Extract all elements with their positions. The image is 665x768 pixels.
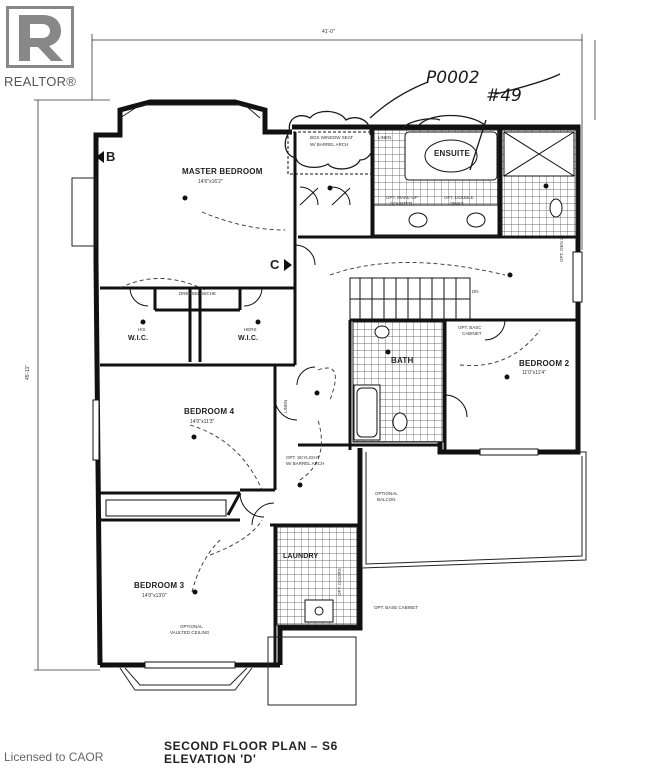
marker-b-arrow bbox=[96, 151, 104, 163]
windows bbox=[92, 251, 583, 669]
staircase bbox=[349, 277, 471, 321]
opt-skylight-line1: OPT. SKYLIGHT bbox=[286, 455, 320, 460]
makeup-counter-line1: OPT. MAKE-UP bbox=[386, 195, 418, 200]
master-bedroom-dims: 14'6"x16'2" bbox=[198, 179, 223, 185]
optional-balcony-line1: OPTIONAL bbox=[375, 491, 398, 496]
dresser-niche-label: DRESSER NICHE bbox=[179, 291, 217, 296]
double-sinks-line1: OPT. DOUBLE bbox=[444, 195, 474, 200]
bedroom-2-dims: 11'0"x11'4" bbox=[522, 370, 546, 376]
bedroom-4-dims: 14'0"x11'3" bbox=[190, 419, 215, 425]
realtor-wordmark: REALTOR® bbox=[4, 74, 77, 89]
bedroom-3-dims: 14'0"x13'0" bbox=[142, 593, 167, 599]
opt-doors-note: OPT. DOORS bbox=[337, 568, 342, 596]
opt-basic-cabinet-line1: OPT. BASC bbox=[458, 325, 482, 330]
plan-title: SECOND FLOOR PLAN – S6 bbox=[164, 739, 338, 753]
opt-den-note: OPT. DEN 2 bbox=[559, 237, 564, 262]
stair-down-label: DN bbox=[472, 289, 479, 294]
opt-basic-cabinet-line2: CABINET bbox=[462, 331, 482, 336]
interior-walls bbox=[100, 127, 578, 665]
hers-wic-label-line1: HERS bbox=[244, 327, 257, 332]
opt-base-cabinet-note: OPT. BASE CABINET bbox=[374, 605, 419, 610]
light-fixtures bbox=[140, 183, 549, 595]
makeup-counter-line2: COUNTER bbox=[390, 201, 413, 206]
plan-elevation: ELEVATION 'D' bbox=[164, 752, 257, 766]
bath-label: BATH bbox=[391, 356, 414, 365]
bedroom-2-label: BEDROOM 2 bbox=[519, 359, 570, 368]
optional-vaulted-line2: VAULTED CEILING bbox=[170, 630, 210, 635]
electrical-layout bbox=[119, 211, 541, 593]
window-seat-note-line1: BOX WINDOW SEAT bbox=[310, 135, 354, 140]
double-sinks-line2: SINKS bbox=[450, 201, 464, 206]
optional-balcony bbox=[361, 448, 587, 569]
opt-skylight-line2: W/ BARREL ARCH bbox=[286, 461, 325, 466]
dimension-lines bbox=[34, 34, 596, 671]
his-wic-label-line2: W.I.C. bbox=[128, 335, 149, 342]
window-seat-note-line2: W/ BARREL ARCH bbox=[310, 142, 349, 147]
ensuite-label: ENSUITE bbox=[434, 149, 471, 158]
license-notice: Licensed to CAOR bbox=[4, 750, 104, 764]
handwritten-lot-number: #49 bbox=[486, 86, 522, 106]
linen-top-label: LINEN bbox=[378, 135, 392, 140]
handwritten-marks bbox=[284, 73, 561, 171]
realtor-r-glyph bbox=[19, 15, 63, 61]
tiled-floors bbox=[276, 129, 577, 626]
bedroom-4-label: BEDROOM 4 bbox=[184, 407, 235, 416]
bay-windows bbox=[71, 104, 357, 706]
overall-depth-dimension: 45'-11" bbox=[25, 364, 31, 380]
fixtures bbox=[287, 131, 575, 623]
linen-hall-label: LINEN bbox=[283, 399, 288, 413]
overall-width-dimension: 41'-0" bbox=[322, 29, 335, 35]
handwritten-plan-code: P0002 bbox=[426, 68, 480, 88]
laundry-label: LAUNDRY bbox=[283, 553, 319, 560]
master-bedroom-label: MASTER BEDROOM bbox=[182, 167, 263, 176]
optional-vaulted-line1: OPTIONAL bbox=[180, 624, 203, 629]
bedroom-3-label: BEDROOM 3 bbox=[134, 581, 185, 590]
realtor-logo: REALTOR® bbox=[4, 4, 76, 92]
section-marker-c: C bbox=[270, 257, 280, 272]
optional-balcony-line2: BALCON bbox=[377, 497, 396, 502]
hers-wic-label-line2: W.I.C. bbox=[238, 335, 259, 342]
section-marker-b: B bbox=[106, 149, 116, 164]
marker-c-arrow bbox=[284, 259, 292, 271]
realtor-r-logo-icon bbox=[6, 6, 74, 68]
door-swings bbox=[129, 186, 506, 526]
his-wic-label-line1: HIS bbox=[138, 327, 146, 332]
